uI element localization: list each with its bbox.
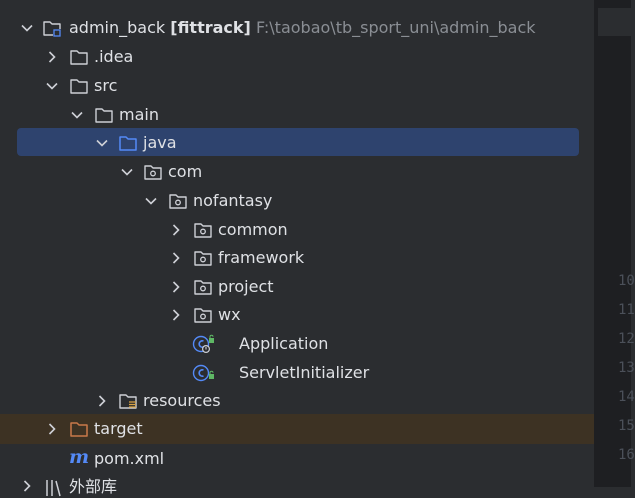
tree-item-label: pom.xml bbox=[94, 449, 165, 468]
tree-row-com[interactable]: com bbox=[0, 158, 594, 187]
tree-item-label: src bbox=[94, 76, 118, 95]
tree-root-label: admin_back [fittrack] F:\taobao\tb_sport… bbox=[69, 18, 536, 38]
line-number: 12 bbox=[618, 331, 635, 347]
line-number: 14 bbox=[618, 389, 635, 405]
tree-row-root[interactable]: admin_back [fittrack] F:\taobao\tb_sport… bbox=[0, 14, 594, 43]
chevron-right-icon[interactable] bbox=[169, 223, 183, 237]
chevron-down-icon[interactable] bbox=[120, 165, 134, 179]
tree-item-label: main bbox=[119, 105, 159, 124]
package-icon bbox=[169, 194, 187, 209]
tree-item-label: 外部库 bbox=[69, 477, 118, 496]
tree-row-servletinitializer[interactable]: ServletInitializer bbox=[0, 359, 594, 388]
maven-icon: m bbox=[69, 446, 90, 468]
tree-row-wx[interactable]: wx bbox=[0, 301, 594, 330]
tree-item-label: framework bbox=[218, 248, 305, 267]
tree-row-pom[interactable]: m pom.xml bbox=[0, 445, 594, 474]
tree-row-src[interactable]: src bbox=[0, 72, 594, 101]
tree-row-nofantasy[interactable]: nofantasy bbox=[0, 187, 594, 216]
class-icon bbox=[192, 364, 214, 382]
chevron-right-icon[interactable] bbox=[169, 280, 183, 294]
tree-item-label: project bbox=[218, 277, 274, 296]
tree-item-label: wx bbox=[218, 305, 241, 324]
package-icon bbox=[194, 280, 212, 295]
root-path: F:\taobao\tb_sport_uni\admin_back bbox=[255, 18, 536, 37]
chevron-down-icon[interactable] bbox=[144, 194, 158, 208]
tree-row-main[interactable]: main bbox=[0, 101, 594, 130]
line-number: 13 bbox=[618, 360, 635, 376]
tree-item-label: com bbox=[168, 162, 203, 181]
tree-row-resources[interactable]: resources bbox=[0, 387, 594, 416]
tree-item-label: target bbox=[94, 419, 143, 438]
library-icon bbox=[46, 480, 61, 497]
tree-item-label: nofantasy bbox=[193, 191, 273, 210]
tree-row-java[interactable]: java bbox=[0, 128, 594, 157]
package-icon bbox=[194, 223, 212, 238]
chevron-right-icon[interactable] bbox=[45, 422, 59, 436]
tree-row-common[interactable]: common bbox=[0, 216, 594, 245]
source-root-folder-icon bbox=[119, 136, 137, 151]
module-folder-icon bbox=[43, 21, 61, 37]
project-tree: admin_back [fittrack] F:\taobao\tb_sport… bbox=[0, 14, 594, 497]
tree-row-idea[interactable]: .idea bbox=[0, 43, 594, 72]
chevron-right-icon[interactable] bbox=[169, 308, 183, 322]
editor-tab-strip bbox=[598, 8, 631, 36]
tree-row-project[interactable]: project bbox=[0, 273, 594, 302]
editor-area: 10 11 12 13 14 15 16 bbox=[594, 0, 635, 487]
root-module: [fittrack] bbox=[170, 18, 251, 37]
chevron-right-icon[interactable] bbox=[95, 394, 109, 408]
line-number: 11 bbox=[618, 302, 635, 318]
root-name: admin_back bbox=[69, 18, 166, 37]
folder-icon bbox=[70, 50, 88, 65]
chevron-down-icon[interactable] bbox=[70, 108, 84, 122]
tree-item-label: java bbox=[143, 133, 177, 152]
selection-highlight bbox=[17, 128, 579, 156]
tree-item-label: ServletInitializer bbox=[239, 363, 370, 382]
package-icon bbox=[144, 165, 162, 180]
tree-item-label: common bbox=[218, 220, 288, 239]
tree-row-application[interactable]: Application bbox=[0, 330, 594, 359]
line-number: 10 bbox=[618, 273, 635, 289]
chevron-right-icon[interactable] bbox=[20, 479, 34, 493]
package-icon bbox=[194, 308, 212, 323]
excluded-folder-icon bbox=[70, 422, 88, 437]
tree-item-label: Application bbox=[239, 334, 329, 353]
spring-class-icon bbox=[192, 334, 214, 354]
chevron-right-icon[interactable] bbox=[169, 251, 183, 265]
tree-row-framework[interactable]: framework bbox=[0, 244, 594, 273]
chevron-down-icon[interactable] bbox=[95, 136, 109, 150]
tree-row-target[interactable]: target bbox=[0, 414, 594, 444]
resources-folder-icon bbox=[119, 394, 137, 409]
line-number: 16 bbox=[618, 447, 635, 463]
tree-row-external-libraries[interactable]: 外部库 bbox=[0, 477, 594, 497]
chevron-down-icon[interactable] bbox=[45, 79, 59, 93]
folder-icon bbox=[95, 108, 113, 123]
chevron-down-icon[interactable] bbox=[20, 21, 34, 35]
tree-item-label: .idea bbox=[94, 47, 134, 66]
line-number: 15 bbox=[618, 418, 635, 434]
folder-icon bbox=[70, 79, 88, 94]
package-icon bbox=[194, 251, 212, 266]
chevron-right-icon[interactable] bbox=[45, 50, 59, 64]
tree-item-label: resources bbox=[143, 391, 221, 410]
